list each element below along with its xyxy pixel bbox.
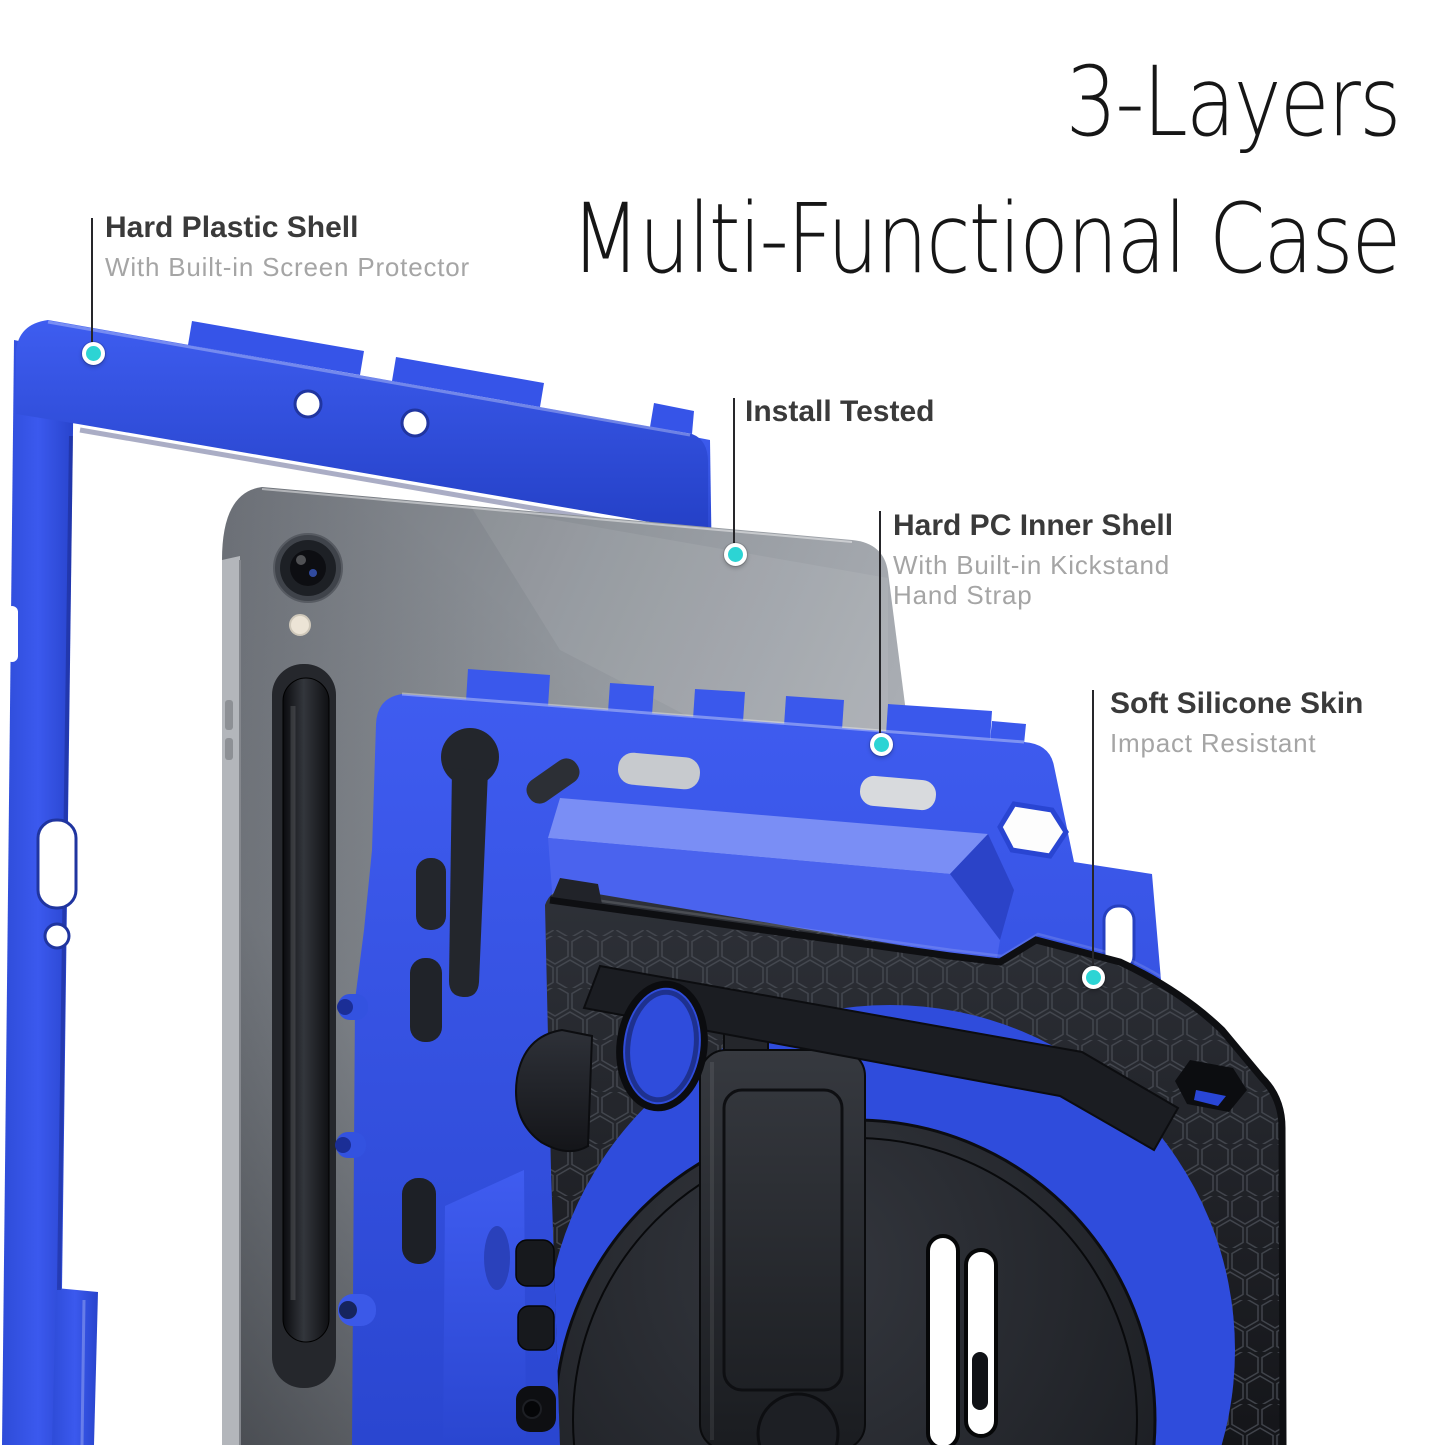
frame-left-bar-foot <box>52 1288 98 1445</box>
callout-hard-plastic-shell: Hard Plastic Shell With Built-in Screen … <box>105 211 470 282</box>
silicone-button-cover <box>515 1239 555 1287</box>
callout-dot-soft-silicone-skin <box>1082 966 1105 989</box>
frame-screw-hole <box>293 389 323 419</box>
callout-leader-line <box>1092 690 1094 966</box>
frame-screw-hole <box>400 408 430 438</box>
callout-heading: Install Tested <box>745 395 935 428</box>
tablet-power-button <box>225 738 233 760</box>
callout-dot-install-tested <box>724 543 747 566</box>
tablet-volume-button <box>225 700 233 730</box>
callout-subtitle: Hand Strap <box>893 580 1033 610</box>
shell-side-slot <box>402 1178 436 1264</box>
shell-pen-wall <box>443 1170 526 1445</box>
callout-leader-line <box>879 511 881 733</box>
callout-install-tested: Install Tested <box>745 395 935 429</box>
callout-leader-line <box>91 218 93 342</box>
frame-top-bar <box>16 320 708 532</box>
s-pen <box>282 677 330 1343</box>
tablet-flash <box>289 614 311 636</box>
shell-hex-cutout <box>997 801 1069 859</box>
page-title: 3-Layers Multi-Functional Case <box>571 34 1401 308</box>
kickstand <box>699 1001 866 1445</box>
silicone-hex-cutout <box>1175 1060 1247 1112</box>
tablet-edge-band <box>222 556 240 1445</box>
frame-tab <box>650 403 694 434</box>
shell-slot <box>860 775 936 811</box>
shell-side-slot <box>410 958 442 1042</box>
callout-subtitle: Impact Resistant <box>1110 728 1317 758</box>
frame-edge-notch <box>6 606 18 662</box>
frame-side-slot <box>36 818 78 910</box>
callout-subtitle: With Built-in Kickstand <box>893 550 1171 580</box>
callout-leader-line <box>733 398 735 543</box>
bumper-inset-panel <box>582 964 1180 1152</box>
pen-holder-flap <box>515 1028 594 1153</box>
shell-tab <box>693 689 745 722</box>
silicone-camera-hole <box>616 980 708 1112</box>
title-line-1: 3-Layers <box>1066 46 1401 158</box>
hard-plastic-shell-frame <box>2 320 712 1445</box>
shell-keyhole-stem <box>449 768 488 998</box>
shell-tab <box>466 669 550 707</box>
shell-tab <box>608 683 654 715</box>
callout-subtitle: With Built-in Screen Protector <box>105 252 471 282</box>
plate-finger-recess <box>756 1392 840 1445</box>
callout-heading: Hard PC Inner Shell <box>893 509 1174 542</box>
callout-heading: Soft Silicone Skin <box>1110 687 1364 720</box>
hand-strap-slot <box>926 1234 960 1445</box>
callout-soft-silicone-skin: Soft Silicone Skin Impact Resistant <box>1110 687 1363 758</box>
shell-tab <box>886 704 992 741</box>
shell-slot <box>618 752 700 790</box>
callout-dot-hard-plastic-shell <box>82 342 105 365</box>
frame-tab <box>188 321 364 375</box>
shell-tab <box>990 721 1026 744</box>
callout-dot-hard-pc-inner-shell <box>870 733 893 756</box>
shell-side-slot <box>416 858 446 930</box>
silicone-button-cover <box>517 1305 555 1351</box>
shell-angled-slot <box>526 758 580 804</box>
frame-side-hole <box>43 922 71 950</box>
shell-tab <box>784 696 844 730</box>
shell-pen-wall-slot <box>484 1226 510 1290</box>
callout-heading: Hard Plastic Shell <box>105 211 359 244</box>
callout-hard-pc-inner-shell: Hard PC Inner Shell With Built-in Kickst… <box>893 509 1173 610</box>
soft-silicone-skin <box>515 878 1287 1445</box>
title-line-2: Multi-Functional Case <box>571 183 1401 295</box>
tablet-camera <box>273 533 343 603</box>
bumper-corner-step <box>552 878 602 904</box>
frame-tab <box>392 357 544 407</box>
